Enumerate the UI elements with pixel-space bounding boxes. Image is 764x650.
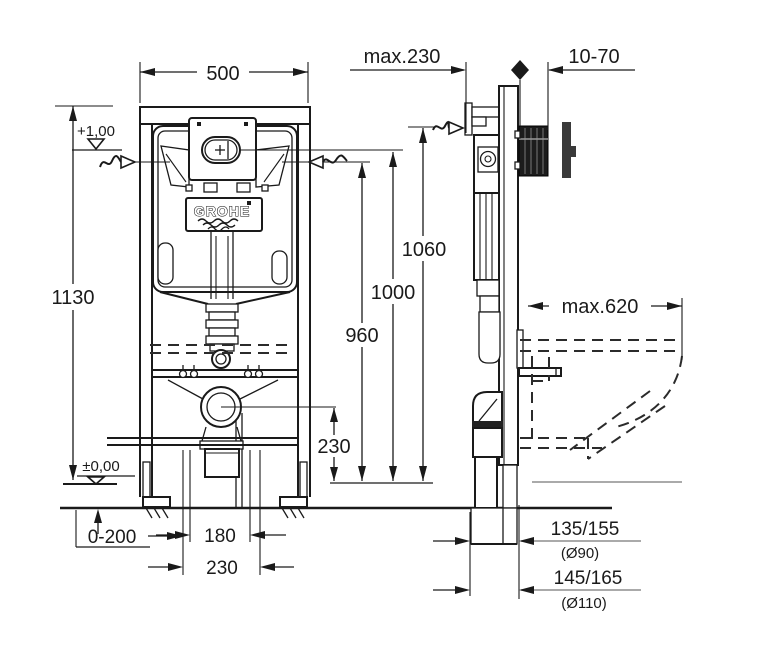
flex-arrow-top: [432, 120, 466, 136]
logo-waves: [197, 218, 239, 224]
cistern-profile: [473, 134, 501, 364]
side-view: [464, 85, 683, 545]
adjustable-feet: [142, 461, 308, 508]
dim-230-outlet-label: 230: [317, 436, 350, 458]
wall-bracket: [464, 102, 500, 136]
drain-sleeve: [470, 507, 518, 545]
dim-height-1060: 1060: [395, 128, 452, 481]
outlet-elbow-box: [204, 448, 240, 478]
dim-max620-label: max.620: [562, 296, 639, 318]
dim-wall-10-70: 10-70: [547, 46, 635, 130]
dim-10-70-label: 10-70: [568, 46, 619, 68]
dim-outlet-connections: 135/155 (Ø90) 145/165 (Ø110): [433, 505, 641, 612]
dim-180-label: 180: [204, 526, 236, 547]
wc-bolt: [178, 369, 188, 379]
ground-hatch: [145, 507, 305, 519]
front-view: GROHE: [107, 106, 336, 508]
foot-plate-right: [279, 496, 308, 508]
dim-145-165-label: 145/165: [554, 568, 623, 589]
tank-slot-right: [271, 250, 288, 285]
dim-depth-max230: max.230: [350, 46, 467, 133]
actuator-unit: [514, 122, 576, 178]
dim-1000-label: 1000: [371, 282, 416, 304]
grohe-logo-plate: GROHE: [185, 197, 263, 232]
mounting-rod: [518, 367, 562, 377]
level-mark-zero: ±0,00: [77, 458, 135, 486]
bottom-extension-lines: [182, 450, 261, 575]
registered-mark: [247, 201, 251, 205]
dim-bolt-180: 180: [156, 526, 286, 547]
seal-band: [472, 421, 503, 428]
dim-0-200-label: 0-200: [88, 527, 137, 548]
dim-height-960: 960: [339, 163, 386, 481]
brand-logo-text: GROHE: [194, 203, 250, 219]
dia-110-label: (Ø110): [561, 595, 607, 612]
wc-bolt: [243, 369, 253, 379]
wall-face-marker: [511, 60, 529, 126]
dim-outlet-height-230: 230: [314, 408, 354, 481]
dim-height-1130: 1130: [45, 105, 113, 480]
dim-960-label: 960: [345, 325, 378, 347]
dim-foot-0-200: 0-200: [75, 509, 182, 548]
wc-bolt: [254, 369, 264, 379]
rear-leg: [502, 464, 518, 509]
actuator-block: [518, 125, 549, 177]
dim-rail-230: 230: [148, 558, 294, 579]
flush-plate: [185, 117, 269, 193]
dim-230-bottom-label: 230: [206, 558, 238, 579]
outlet-bend-side: [470, 391, 518, 545]
dim-height-1000: 1000: [365, 152, 422, 481]
flush-pipe: [159, 231, 291, 369]
drain-pipe: [474, 456, 498, 509]
tank-molding-right: [255, 145, 290, 188]
dim-500-label: 500: [206, 63, 239, 85]
wall-cover-plate: [562, 122, 571, 178]
outlet-assembly: [199, 386, 336, 478]
flex-arrow-right: [306, 154, 348, 170]
wc-bolt: [189, 369, 199, 379]
diamond-marker: [511, 60, 529, 80]
dim-width-500: 500: [139, 56, 309, 103]
fixing-rail: [516, 329, 524, 369]
inlet-connection: [479, 150, 497, 168]
frame-upright: [498, 85, 519, 509]
level-plus-label: +1,00: [77, 123, 115, 140]
level-mark-plus-100: +1,00: [72, 123, 122, 151]
tank-slot-left: [157, 242, 174, 285]
toilet-bowl-dashed: [520, 339, 683, 460]
foot-plate-left: [142, 496, 171, 508]
dim-1130-label: 1130: [51, 287, 94, 309]
dim-bowl-max620: max.620: [528, 293, 683, 360]
flex-arrow-left: [99, 154, 170, 170]
mounting-crossbar: [152, 365, 298, 400]
dia-90-label: (Ø90): [561, 545, 599, 562]
dim-1060-label: 1060: [402, 239, 447, 261]
level-zero-label: ±0,00: [82, 458, 119, 475]
dim-135-155-label: 135/155: [551, 519, 620, 540]
dim-max230-label: max.230: [364, 46, 441, 68]
